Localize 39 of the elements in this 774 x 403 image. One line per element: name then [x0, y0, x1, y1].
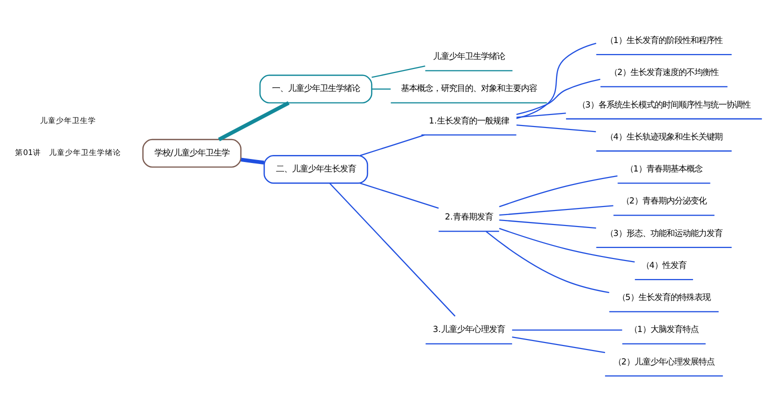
- node-text: （2）青春期内分泌变化: [621, 196, 707, 206]
- node-text: 儿童少年卫生学绪论: [432, 51, 505, 62]
- node-text: 基本概念，研究目的、对象和主要内容: [400, 83, 537, 94]
- node-text: （4）性发育: [641, 260, 687, 270]
- label: 儿童少年卫生学: [40, 116, 96, 126]
- node-text: 2.青春期发育: [444, 212, 493, 222]
- connector: [486, 231, 610, 294]
- connector: [499, 228, 635, 262]
- label: 第01讲 儿童少年卫生学绪论: [15, 148, 121, 158]
- connector: [516, 112, 566, 118]
- connector: [499, 219, 596, 229]
- connector: [512, 336, 606, 354]
- connector: [240, 158, 264, 165]
- node-text: （4）生长轨迹现象和生长关键期: [605, 131, 723, 142]
- node-box: 一、儿童少年卫生学绪论: [259, 74, 372, 104]
- connector: [499, 205, 614, 216]
- connector: [360, 182, 439, 209]
- node-text: （1）大脑发育特点: [629, 324, 699, 334]
- node-text: （5）生长发育的特殊表现: [617, 292, 711, 302]
- node-text: （2）儿童少年心理发展特点: [613, 356, 715, 366]
- node-text: 1.生长发育的一般规律: [428, 115, 509, 126]
- connector: [360, 134, 425, 156]
- connector: [329, 182, 456, 317]
- node-text: （2）生长发育速度的不均衡性: [609, 67, 719, 78]
- connector: [499, 175, 618, 208]
- connector: [218, 101, 290, 142]
- node-text: （1）青春期基本概念: [625, 164, 703, 174]
- node-text: （3）各系统生长模式的时间顺序性与统一协调性: [577, 99, 751, 110]
- node-box: 学校/儿童少年卫生学: [142, 138, 242, 168]
- connector: [516, 124, 596, 132]
- node-text: （3）形态、功能和运动能力发育: [605, 228, 723, 238]
- node-box: 二、儿童少年生长发育: [264, 154, 368, 184]
- connector: [516, 42, 596, 119]
- connector: [512, 329, 622, 331]
- connector: [372, 88, 391, 90]
- node-text: （1）生长发育的阶段性和程序性: [605, 34, 723, 45]
- connector: [372, 65, 426, 78]
- node-text: 3.儿童少年心理发育: [432, 324, 505, 334]
- connector: [516, 78, 600, 115]
